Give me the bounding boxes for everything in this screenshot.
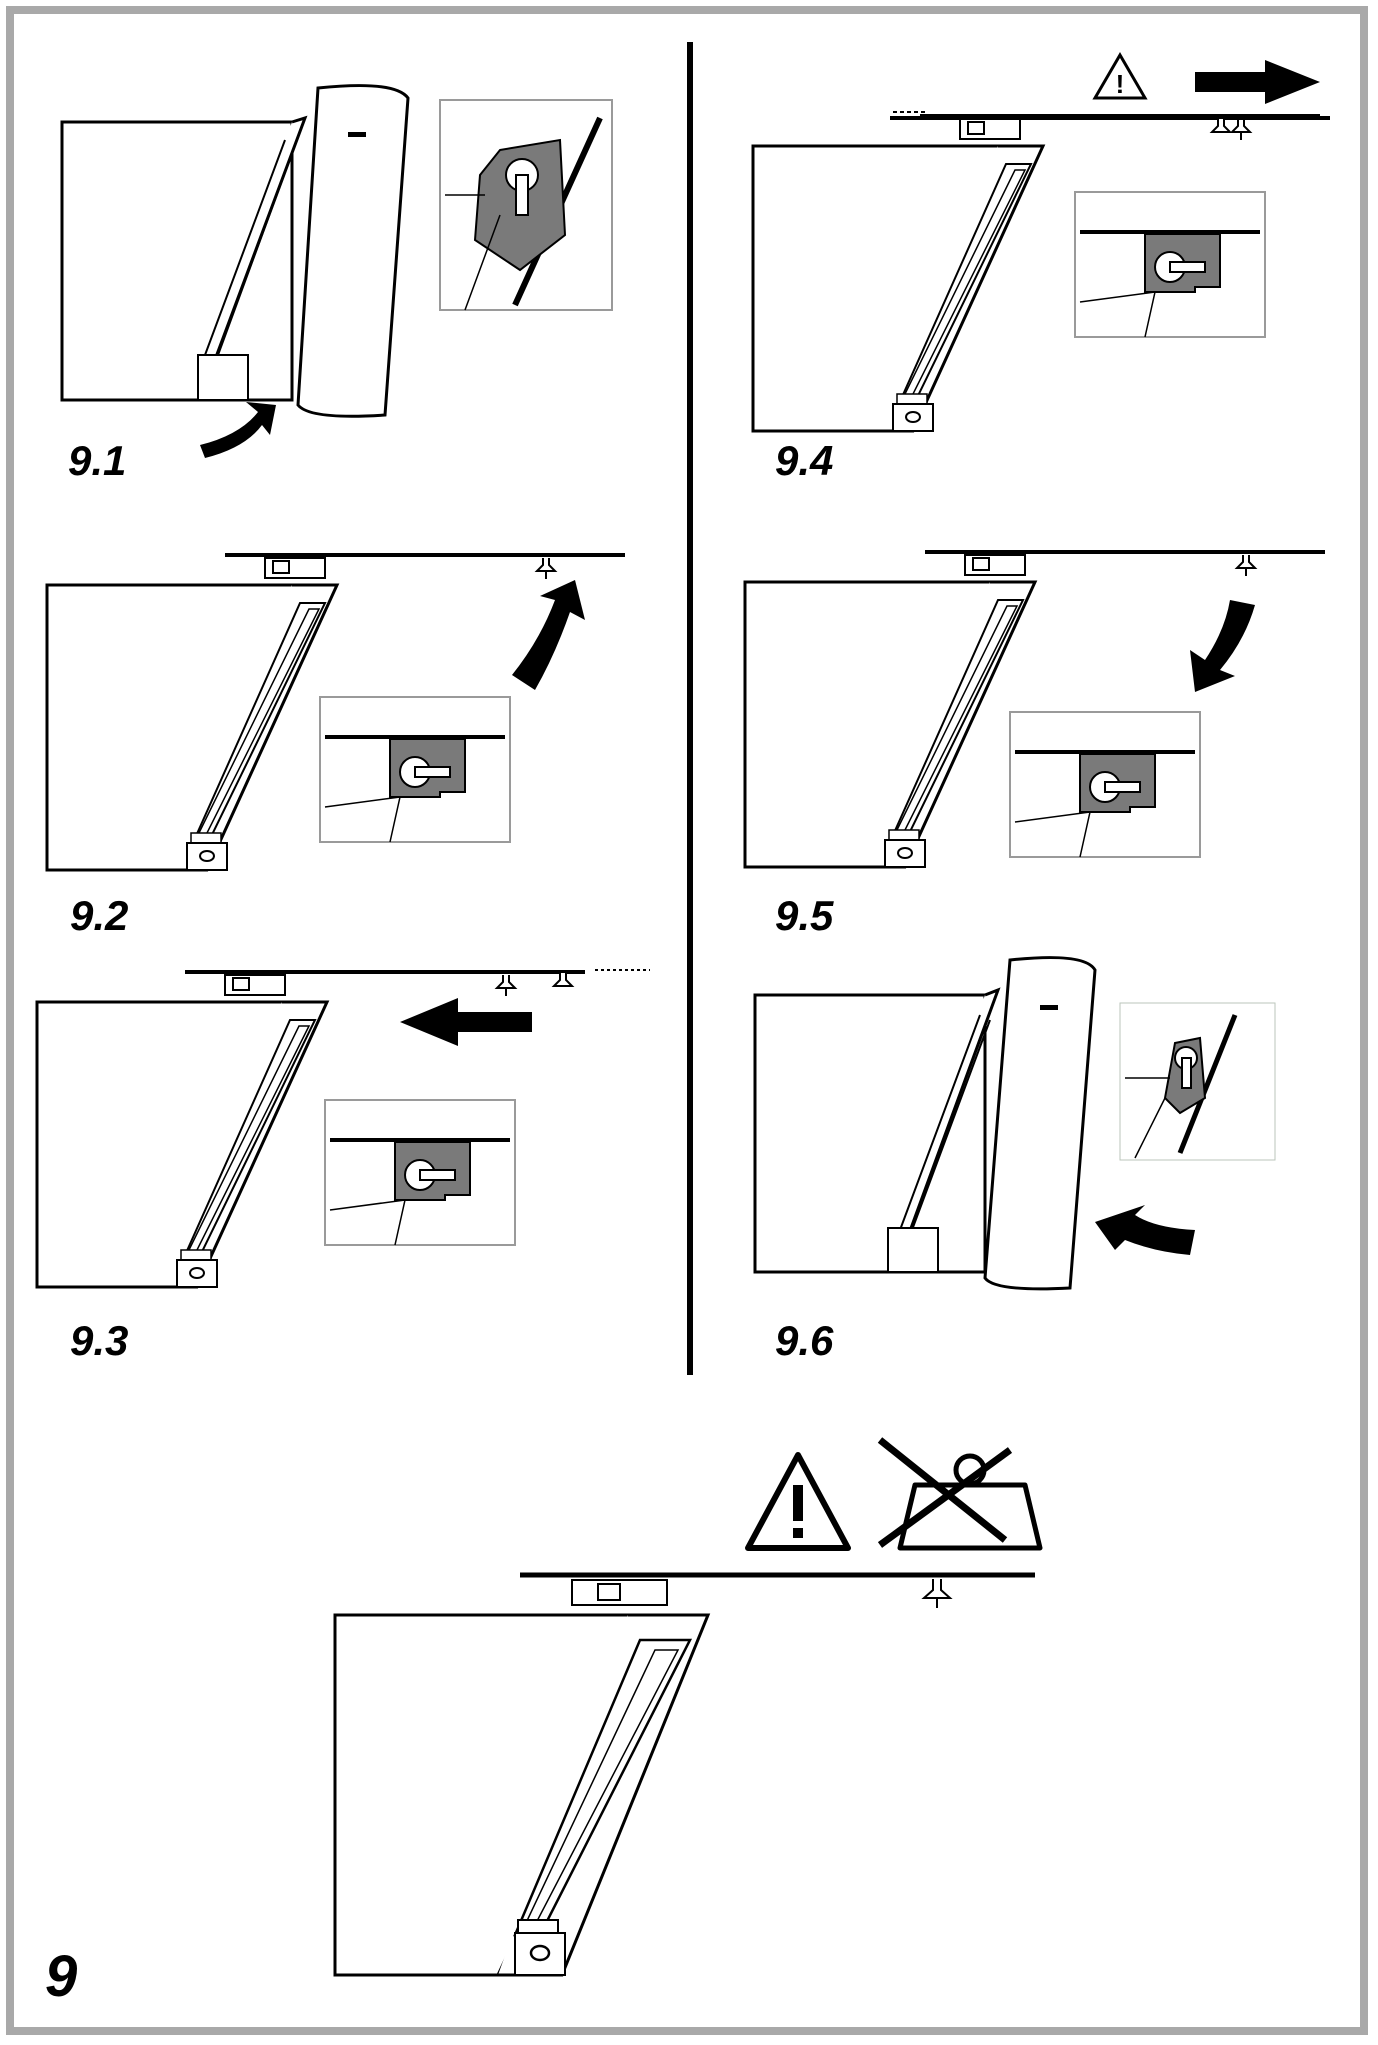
curved-arrow-icon xyxy=(1095,1205,1195,1255)
step-9-3-illustration xyxy=(35,969,650,1289)
step-label-9-2: 9.2 xyxy=(70,892,129,939)
step-label-9-1: 9.1 xyxy=(68,437,127,484)
step-9-2-illustration xyxy=(45,553,627,872)
arrow-left-icon xyxy=(400,998,532,1046)
step-9-5-illustration xyxy=(743,550,1327,869)
curved-arrow-icon xyxy=(512,580,585,690)
warning-triangle-icon xyxy=(1092,52,1148,100)
step-9-1-detail xyxy=(439,99,613,311)
arrow-right-icon xyxy=(1195,60,1320,104)
figure-label-9: 9 xyxy=(45,1944,78,2009)
step-9-4-illustration: ! xyxy=(751,52,1330,433)
figure-9-illustration xyxy=(333,1437,1043,1977)
step-label-9-6: 9.6 xyxy=(775,1317,834,1364)
curved-arrow-icon xyxy=(200,402,276,458)
page-frame xyxy=(6,6,1368,2035)
curved-arrow-icon xyxy=(1190,600,1255,692)
step-9-1-illustration xyxy=(60,84,613,458)
step-9-6-illustration xyxy=(753,956,1276,1291)
step-9-6-detail xyxy=(1119,1002,1276,1161)
step-label-9-5: 9.5 xyxy=(775,892,834,939)
no-hanging-weight-icon xyxy=(877,1437,1043,1551)
svg-text:!: ! xyxy=(1116,69,1125,99)
step-label-9-4: 9.4 xyxy=(775,437,834,484)
step-label-9-3: 9.3 xyxy=(70,1317,129,1364)
